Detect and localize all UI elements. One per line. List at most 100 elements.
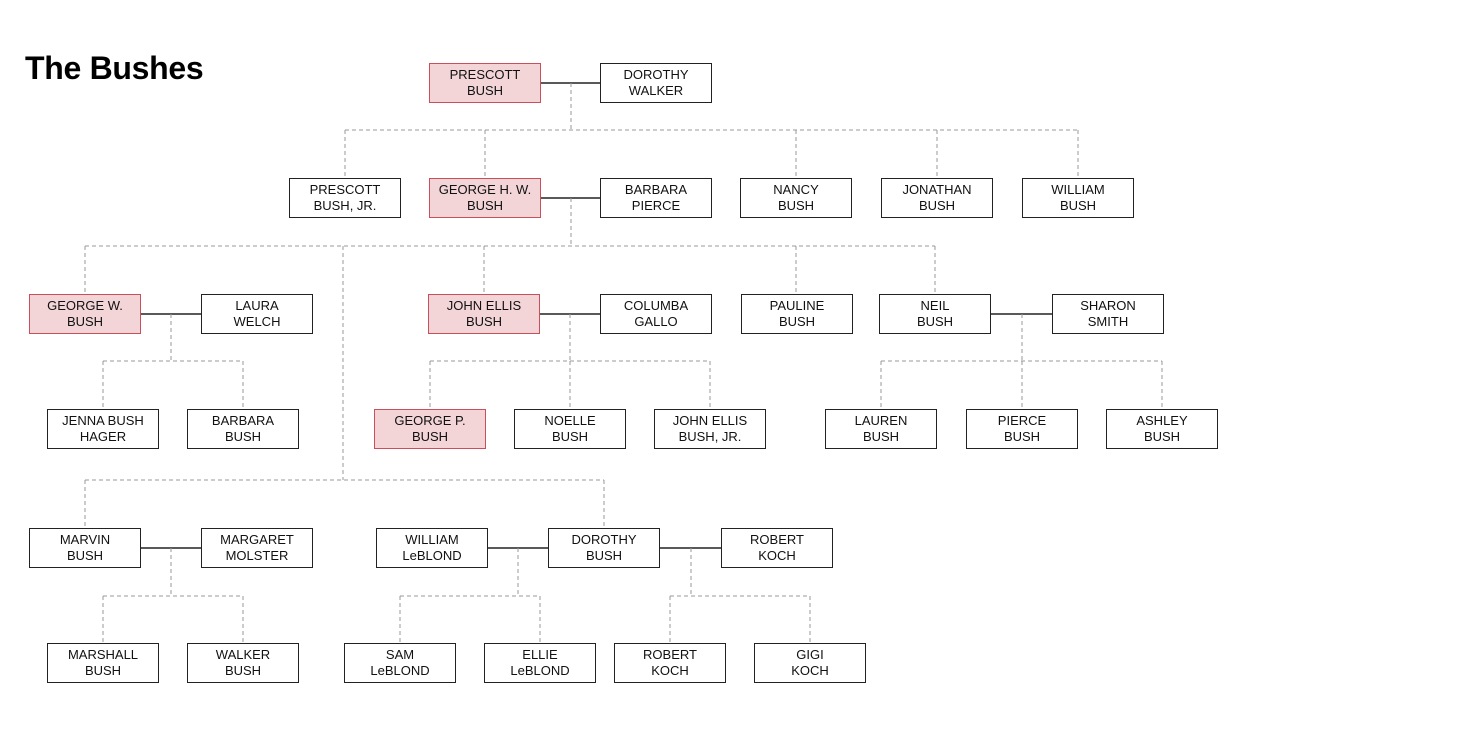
person-given-name: GEORGE P. [394,413,466,428]
person-surname: BUSH [862,429,900,444]
person-given-name: COLUMBA [623,298,689,313]
person-surname: BUSH [918,198,956,213]
person-surname: SMITH [1087,314,1129,329]
person-given-name: JOHN ELLIS [446,298,522,313]
person-given-name: DOROTHY [623,67,689,82]
person-surname: BUSH [1143,429,1181,444]
person-given-name: BARBARA [624,182,688,197]
person-surname: BUSH [466,83,504,98]
person-surname: BUSH [466,198,504,213]
person-given-name: WILLIAM [405,532,459,547]
person-surname: LeBLOND [370,663,430,678]
person-surname: PIERCE [631,198,681,213]
person-given-name: MARSHALL [67,647,139,662]
person-given-name: ROBERT [750,532,804,547]
person-surname: BUSH [551,429,589,444]
person-given-name: PRESCOTT [309,182,381,197]
person-given-name: ROBERT [643,647,697,662]
person-given-name: PRESCOTT [449,67,521,82]
person-surname: BUSH [66,548,104,563]
person-surname: BUSH [66,314,104,329]
person-given-name: MARGARET [220,532,294,547]
person-surname: BUSH [916,314,954,329]
person-given-name: GEORGE H. W. [438,182,532,197]
person-given-name: WALKER [215,647,271,662]
person-given-name: SAM [385,647,415,662]
descent-lines [84,83,1163,643]
person-surname: LeBLOND [402,548,462,563]
person-surname: BUSH [465,314,503,329]
person-surname: BUSH [224,663,262,678]
person-given-name: JENNA BUSH [62,413,144,428]
person-given-name: DOROTHY [571,532,637,547]
person-given-name: GIGI [796,647,824,662]
person-surname: BUSH, JR. [678,429,742,444]
person-given-name: NANCY [773,182,819,197]
person-surname: BUSH [84,663,122,678]
person-surname: BUSH [778,314,816,329]
person-surname: HAGER [79,429,127,444]
person-given-name: JOHN ELLIS [672,413,748,428]
person-surname: BUSH, JR. [313,198,377,213]
person-surname: KOCH [791,663,829,678]
person-surname: KOCH [758,548,796,563]
person-surname: GALLO [634,314,678,329]
person-surname: BUSH [777,198,815,213]
person-gwb: GEORGE W.BUSH [29,294,141,334]
person-given-name: NOELLE [544,413,596,428]
person-given-name: NEIL [920,298,950,313]
person-surname: BUSH [585,548,623,563]
person-surname: MOLSTER [225,548,289,563]
page-title: The Bushes [25,50,204,86]
person-george-p: GEORGE P.BUSH [374,409,486,449]
person-surname: BUSH [1003,429,1041,444]
person-given-name: PAULINE [769,298,825,313]
person-given-name: LAURA [235,298,279,313]
person-given-name: ELLIE [522,647,558,662]
person-given-name: BARBARA [211,413,275,428]
person-given-name: SHARON [1080,298,1136,313]
person-surname: BUSH [1059,198,1097,213]
person-surname: KOCH [651,663,689,678]
person-given-name: ASHLEY [1136,413,1188,428]
person-given-name: GEORGE W. [47,298,123,313]
person-surname: WALKER [628,83,684,98]
person-surname: BUSH [224,429,262,444]
person-ghwb: GEORGE H. W.BUSH [429,178,541,218]
person-given-name: LAUREN [854,413,908,428]
person-given-name: WILLIAM [1051,182,1105,197]
person-surname: LeBLOND [510,663,570,678]
person-surname: BUSH [411,429,449,444]
person-surname: WELCH [233,314,281,329]
person-given-name: JONATHAN [902,182,972,197]
